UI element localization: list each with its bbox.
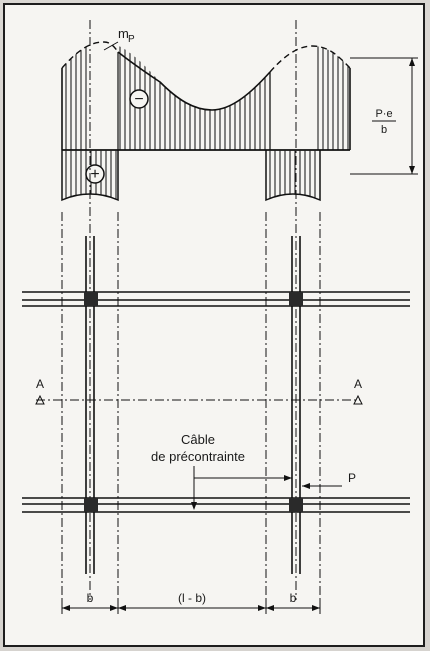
column-top-left — [84, 292, 98, 306]
bottom-dimensions: b (l - b) b — [61, 591, 321, 614]
section-mark-left: A — [36, 377, 44, 391]
column-top-right — [289, 292, 303, 306]
positive-sign: + — [90, 166, 99, 183]
dim-right: b — [290, 591, 297, 605]
column-bottom-left — [84, 498, 98, 512]
moment-label-sub: P — [128, 34, 135, 45]
moment-curve-dashed-left — [61, 41, 119, 69]
negative-sign: − — [134, 91, 143, 108]
moment-curve-dashed-right — [269, 45, 351, 73]
height-label-den: b — [381, 124, 387, 136]
moment-curve-solid — [117, 51, 271, 111]
cable-label-line1: Câble — [181, 432, 215, 447]
negative-sign-circle — [129, 89, 149, 109]
dim-middle: (l - b) — [178, 591, 206, 605]
column-bottom-right — [289, 498, 303, 512]
moment-label: m — [118, 26, 129, 41]
height-label-num: P·e — [375, 108, 392, 120]
dim-left: b — [87, 591, 94, 605]
cable-label-line2: de précontrainte — [151, 449, 245, 464]
moment-diagram: − + m P P·e b — [61, 26, 418, 202]
column-label: P — [348, 471, 356, 485]
plan-view: A A Câble de précontrainte P — [22, 20, 410, 614]
section-mark-right: A — [354, 377, 362, 391]
